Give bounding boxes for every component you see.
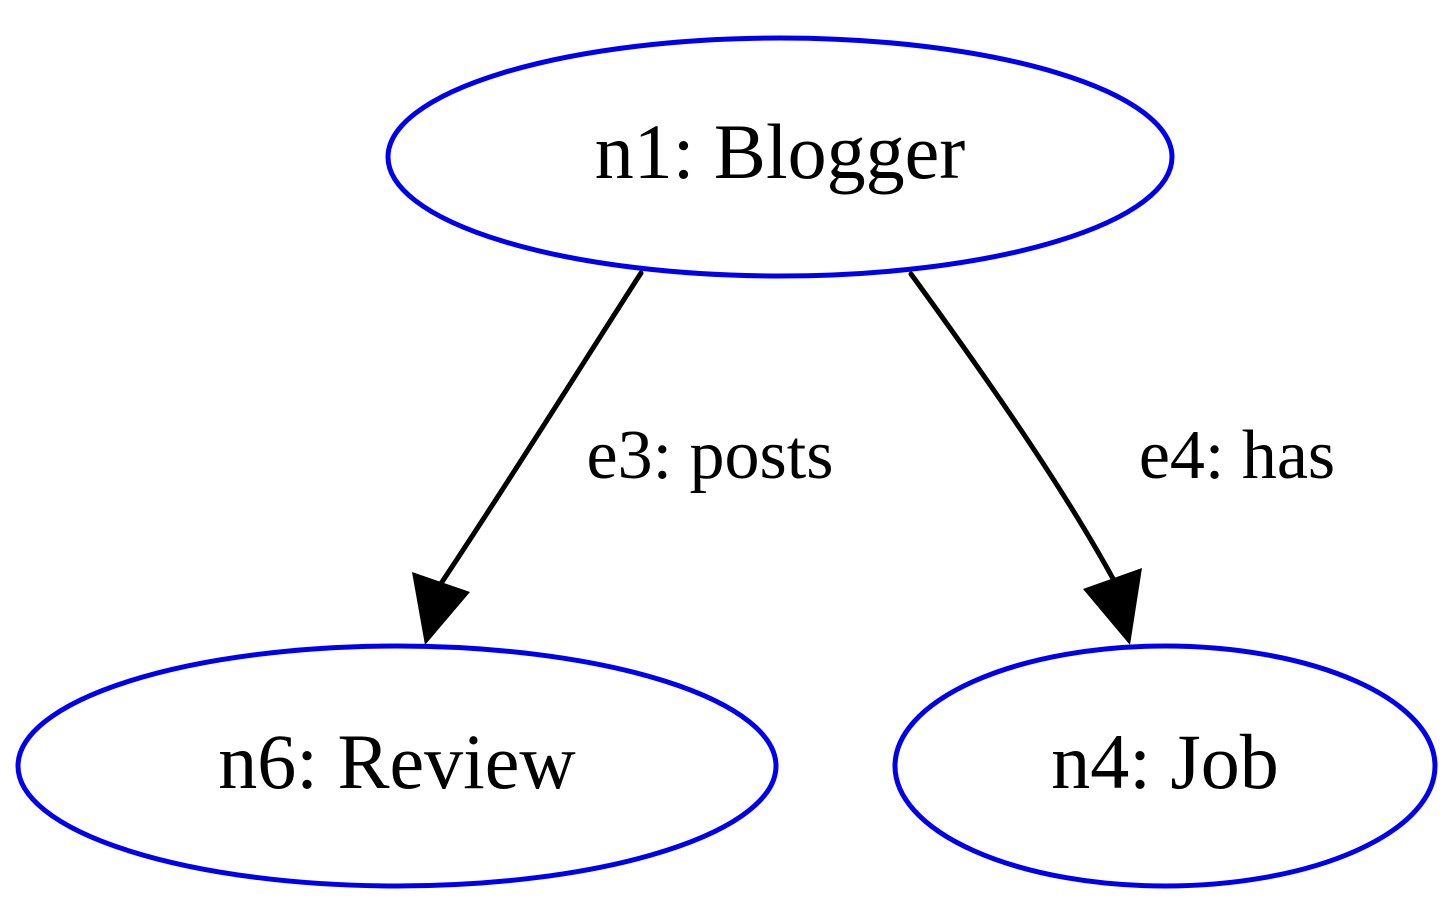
edge-e4[interactable]: e4: has xyxy=(908,271,1335,645)
edge-e3-arrowhead-icon xyxy=(412,572,470,645)
edge-e4-label: e4: has xyxy=(1139,417,1335,494)
node-n1[interactable]: n1: Blogger xyxy=(385,35,1175,279)
node-n1-ellipse xyxy=(385,35,1175,279)
node-n4-ellipse xyxy=(892,643,1438,889)
edge-e3-curve xyxy=(435,270,644,591)
node-n6-label: n6: Review xyxy=(218,718,575,805)
node-n4-label: n4: Job xyxy=(1051,718,1279,805)
edge-e4-arrowhead-icon xyxy=(1083,568,1142,645)
node-n6[interactable]: n6: Review xyxy=(15,643,779,889)
node-n4[interactable]: n4: Job xyxy=(892,643,1438,889)
node-n1-label: n1: Blogger xyxy=(595,108,965,195)
edge-e3-label: e3: posts xyxy=(587,417,834,494)
edge-e3[interactable]: e3: posts xyxy=(412,270,834,645)
node-n6-ellipse xyxy=(15,643,779,889)
edge-e4-curve xyxy=(908,271,1120,589)
